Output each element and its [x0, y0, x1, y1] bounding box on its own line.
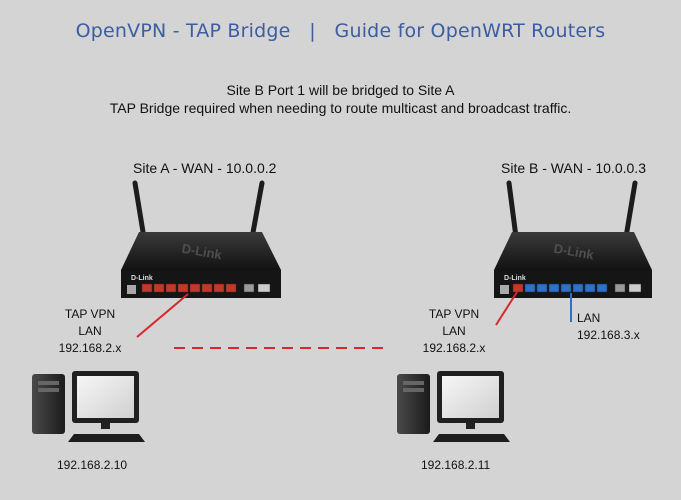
keyboard-icon: [433, 434, 510, 442]
site-b-lan-label-line1: LAN: [577, 311, 601, 325]
site-b-tap-label-line2: LAN: [442, 324, 466, 338]
computer-site-a: [32, 371, 145, 442]
site-a-tap-label-line1: TAP VPN: [64, 307, 116, 321]
subtitle-line-1: Site B Port 1 will be bridged to Site A: [226, 82, 455, 98]
router-top-brand: D-Link: [553, 241, 596, 263]
router-site-b: D-Link D-Link: [494, 180, 652, 298]
site-a-tap-label-line3: 192.168.2.x: [58, 341, 122, 355]
router-top-icon: [494, 232, 652, 270]
site-b-label: Site B - WAN - 10.0.0.3: [501, 160, 646, 176]
diagram-subtitle: Site B Port 1 will be bridged to Site A …: [0, 81, 681, 117]
tap-link-site-a: [136, 293, 189, 338]
site-b-tap-label: TAP VPN LAN 192.168.2.x: [414, 306, 494, 357]
computer-a-ip: 192.168.2.10: [57, 458, 128, 472]
router-top-icon: [121, 232, 281, 270]
router-front-brand: D-Link: [504, 275, 526, 282]
antenna-right-icon: [623, 180, 638, 240]
tap-link-site-b: [495, 291, 518, 326]
site-b-tap-label-line3: 192.168.2.x: [422, 341, 486, 355]
router-top-brand: D-Link: [181, 241, 224, 263]
site-b-lan-label-line2: 192.168.3.x: [577, 328, 640, 342]
subtitle-line-2: TAP Bridge required when needing to rout…: [109, 100, 572, 116]
antenna-left-icon: [132, 180, 147, 241]
site-b-tap-label-line1: TAP VPN: [428, 307, 480, 321]
router-usb-port-icon: [127, 285, 136, 294]
site-a-tap-label: TAP VPN LAN 192.168.2.x: [50, 306, 130, 357]
computer-b-ip: 192.168.2.11: [421, 458, 491, 472]
site-a-tap-label-line2: LAN: [78, 324, 102, 338]
site-a-label: Site A - WAN - 10.0.0.2: [133, 160, 277, 176]
router-usb-port-icon: [500, 285, 509, 294]
site-b-lan-label: LAN 192.168.3.x: [577, 310, 640, 344]
antenna-right-icon: [249, 180, 265, 241]
router-ports-red: [141, 283, 271, 293]
router-site-a: D-Link D-Link: [121, 180, 281, 298]
antenna-left-icon: [506, 180, 519, 240]
computer-site-b: [397, 371, 510, 442]
diagram-title: OpenVPN - TAP Bridge | Guide for OpenWRT…: [75, 20, 606, 42]
router-ports-mixed: [512, 283, 642, 293]
keyboard-icon: [68, 434, 145, 442]
router-front-brand: D-Link: [131, 275, 153, 282]
